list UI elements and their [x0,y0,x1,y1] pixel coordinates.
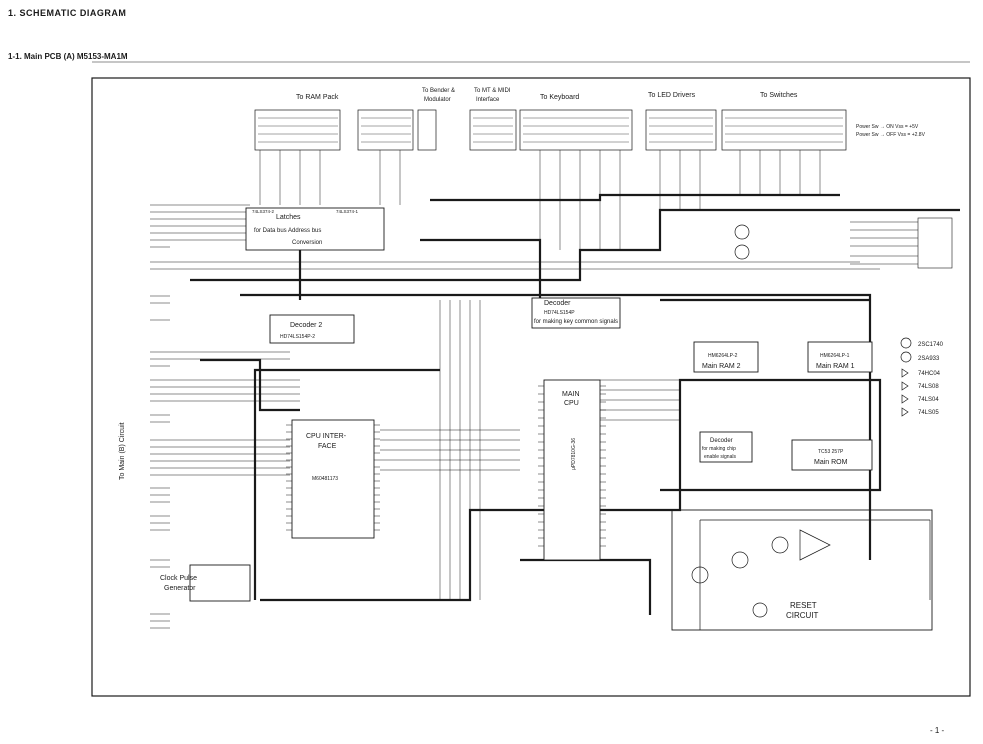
label-ram-pack: To RAM Pack [296,94,339,101]
legend-label-6: 74LS05 [918,410,939,416]
section-title: 1. SCHEMATIC DIAGRAM [8,8,127,18]
connector-pin-hatch [258,117,843,143]
chip-decoder-title: Decoder [710,438,733,444]
subsection-title: 1-1. Main PCB (A) M5153-MA1M [8,52,128,61]
main-cpu-part: μPD7810G-36 [571,438,577,470]
reset-title-2: CIRCUIT [786,611,819,620]
label-mt-midi: To MT & MIDI [474,88,511,94]
label-led-drivers: To LED Drivers [648,92,696,99]
decoder-1-desc: for making key common signals [534,319,618,325]
decoder-2-title: Decoder 2 [290,322,322,329]
label-bender: To Bender & [422,88,455,94]
main-cpu-title-2: CPU [564,400,579,407]
latch-part-a: 74LS374-2 [252,209,275,214]
reset-circuit-box [671,509,933,631]
cpu-interface-title-1: CPU INTER- [306,433,347,440]
legend-label-5: 74LS04 [918,397,939,403]
label-keyboard: To Keyboard [540,94,579,101]
left-connector-pins [150,204,170,629]
ic-decoder-2 [269,314,355,344]
latches-title: Latches [276,214,301,221]
legend-label-1: 2SC1740 [918,342,944,348]
ic-chip-decoder [699,431,753,463]
ic-main-ram-2 [693,341,759,373]
latches-desc: for Data bus Address bus [254,228,321,234]
main-cpu-title-1: MAIN [562,391,580,398]
ic-cpu-interface [291,419,375,539]
reset-title-1: RESET [790,601,817,610]
clock-title-1: Clock Pulse [160,575,197,582]
label-switches: To Switches [760,92,798,99]
power-note-line-1: Power Sw → ON Vss = +5V [856,124,919,130]
right-connectors [850,217,953,269]
ic-latches [245,207,385,251]
ram-2-part: HM6264LP-2 [708,353,738,359]
reset-transistors [691,519,931,630]
ram-1-title: Main RAM 1 [816,363,855,370]
decoder-1-part: HD74LS154P [544,310,575,316]
ram-2-title: Main RAM 2 [702,363,741,370]
latch-part-b: 74LS374-1 [336,209,359,214]
power-note-line-2: Power Sw → OFF Vss = +2.8V [856,132,926,138]
legend-label-2: 2SA933 [918,356,940,362]
ic-blocks [189,207,873,602]
chip-decoder-desc-1: for making chip [702,446,736,452]
ic-main-rom [791,439,873,471]
legend-label-4: 74LS08 [918,384,939,390]
legend-group [900,337,912,417]
top-transistors [734,224,750,260]
ic-pin-ticks [286,385,606,547]
clock-title-2: Generator [164,585,196,592]
cpu-interface-part: M60481173 [312,476,338,482]
ic-clock-gen [189,564,251,602]
signal-lines [170,150,880,600]
decoder-1-title: Decoder [544,300,571,307]
label-bender-2: Modulator [424,97,451,103]
ic-decoder-1 [531,297,621,329]
schematic-frame [91,77,971,697]
latches-conversion: Conversion [292,240,322,246]
rom-title: Main ROM [814,459,848,466]
label-mt-midi-2: Interface [476,97,500,103]
ram-1-part: HM6264LP-1 [820,353,850,359]
legend-label-3: 74HC04 [918,371,941,377]
cpu-interface-title-2: FACE [318,443,337,450]
connector-banks [254,109,847,151]
rom-part: TC53 257P [818,449,844,455]
page-number: - 1 - [930,726,945,735]
ic-main-ram-1 [807,341,873,373]
decoder-2-part: HD74LS154P-2 [280,334,315,340]
chip-decoder-desc-2: enable signals [704,454,736,460]
ic-main-cpu [543,379,601,561]
label-main-b-circuit: To Main (B) Circuit [119,422,126,480]
